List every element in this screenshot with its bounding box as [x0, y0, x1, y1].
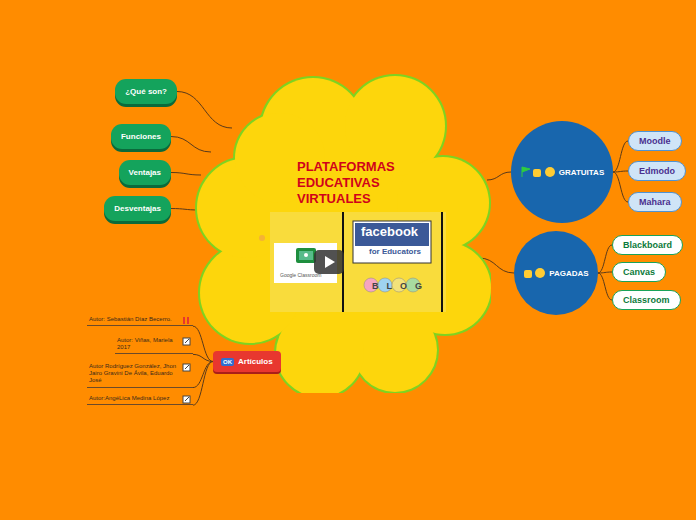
branch-connector	[193, 326, 213, 361]
branch-connector	[598, 272, 612, 273]
video-thumbnail	[270, 212, 446, 312]
platform-pill: Blackboard	[612, 235, 683, 255]
thumb-icon	[524, 270, 532, 278]
author-item: Autor Rodríguez González, Jhon Jairo Gra…	[87, 363, 193, 388]
pause-icon	[184, 317, 188, 324]
node-label: Artículos	[238, 357, 273, 366]
category-circle: PAGADAS	[514, 231, 598, 315]
classroom-logo	[304, 253, 308, 257]
document-icon	[183, 364, 190, 371]
branch-connector	[613, 171, 628, 172]
map-title: PLATAFORMAS EDUCATIVAS VIRTUALES	[297, 159, 409, 207]
note-icon	[182, 395, 191, 404]
branch-connector	[193, 354, 213, 361]
emoji-icons	[523, 267, 546, 279]
classroom-logo	[296, 248, 316, 263]
cloud-fill	[353, 308, 437, 392]
author-item: Autor: Sebastián Díaz Becerro.	[87, 316, 193, 326]
flag-icon	[522, 167, 530, 177]
node-label: Canvas	[623, 267, 655, 277]
document-icon	[185, 365, 189, 369]
small-icon	[259, 235, 265, 241]
thumbnail-text: Google Classroom	[280, 272, 321, 278]
branch-connector	[598, 245, 612, 273]
node-label: Edmodo	[639, 166, 675, 176]
node-label: GRATUITAS	[559, 168, 604, 177]
central-cloud: PLATAFORMAS EDUCATIVAS VIRTUALES	[195, 68, 491, 393]
cloud-shape	[195, 68, 491, 393]
node-label: Autor:AngéLica Medina López	[89, 395, 169, 401]
platform-pill: Edmodo	[628, 161, 686, 181]
node-label: Moodle	[639, 136, 671, 146]
branch-connector	[598, 273, 612, 300]
category-circle: GRATUITAS	[511, 121, 613, 223]
emoji-icons	[520, 166, 556, 178]
play-button	[314, 250, 344, 274]
platform-pill: Classroom	[612, 290, 681, 310]
thumbnail-text: facebook	[361, 224, 418, 239]
thumb-icon	[533, 169, 541, 177]
node-label: Funciones	[121, 132, 161, 141]
articles-box: OK Artículos	[213, 351, 281, 372]
node-label: Autor: Viñas, Mariela 2017	[117, 337, 173, 350]
node-label: Desventajas	[114, 204, 161, 213]
branch-connector	[171, 173, 201, 176]
cloud-outline	[353, 308, 437, 392]
branch-connector	[487, 172, 511, 180]
branch-connector	[171, 137, 211, 153]
branch-connector	[171, 209, 199, 211]
play-icon	[325, 256, 335, 268]
topic-pill: Ventajas	[119, 160, 171, 185]
face-icon	[535, 268, 545, 278]
note-icon	[182, 337, 191, 346]
note-icon	[182, 316, 191, 325]
branch-connector	[177, 92, 232, 129]
divider-line	[441, 212, 443, 312]
document-icon	[185, 397, 189, 401]
node-label: Autor Rodríguez González, Jhon Jairo Gra…	[89, 363, 176, 383]
facebook-bar	[355, 223, 429, 246]
platform-pill: Moodle	[628, 131, 682, 151]
thumbnail-ground	[270, 212, 446, 312]
branch-connector	[193, 362, 213, 406]
node-label: Ventajas	[129, 168, 161, 177]
node-label: Autor: Sebastián Díaz Becerro.	[89, 316, 172, 322]
node-label: PAGADAS	[549, 269, 588, 278]
document-icon	[185, 339, 189, 343]
branch-connector	[613, 172, 628, 202]
face-icon	[545, 167, 555, 177]
classroom-logo	[299, 251, 313, 260]
node-label: Blackboard	[623, 240, 672, 250]
node-label: ¿Qué son?	[125, 87, 167, 96]
node-label: Classroom	[623, 295, 670, 305]
platform-pill: Mahara	[628, 192, 682, 212]
classroom-card	[274, 243, 337, 283]
branch-connector	[613, 141, 628, 172]
document-icon	[183, 338, 190, 345]
thumbnail-text: BLOG	[372, 281, 430, 291]
author-item: Autor: Viñas, Mariela 2017	[115, 337, 193, 354]
ok-badge: OK	[221, 358, 234, 366]
topic-pill: Desventajas	[104, 196, 171, 221]
thumbnail-text: for Educators	[369, 247, 421, 256]
platform-pill: Canvas	[612, 262, 666, 282]
facebook-card	[353, 221, 431, 263]
document-icon	[183, 396, 190, 403]
note-icon	[182, 363, 191, 372]
topic-pill: ¿Qué son?	[115, 79, 177, 104]
topic-pill: Funciones	[111, 124, 171, 149]
author-item: Autor:AngéLica Medina López	[87, 395, 193, 405]
node-label: Mahara	[639, 197, 671, 207]
